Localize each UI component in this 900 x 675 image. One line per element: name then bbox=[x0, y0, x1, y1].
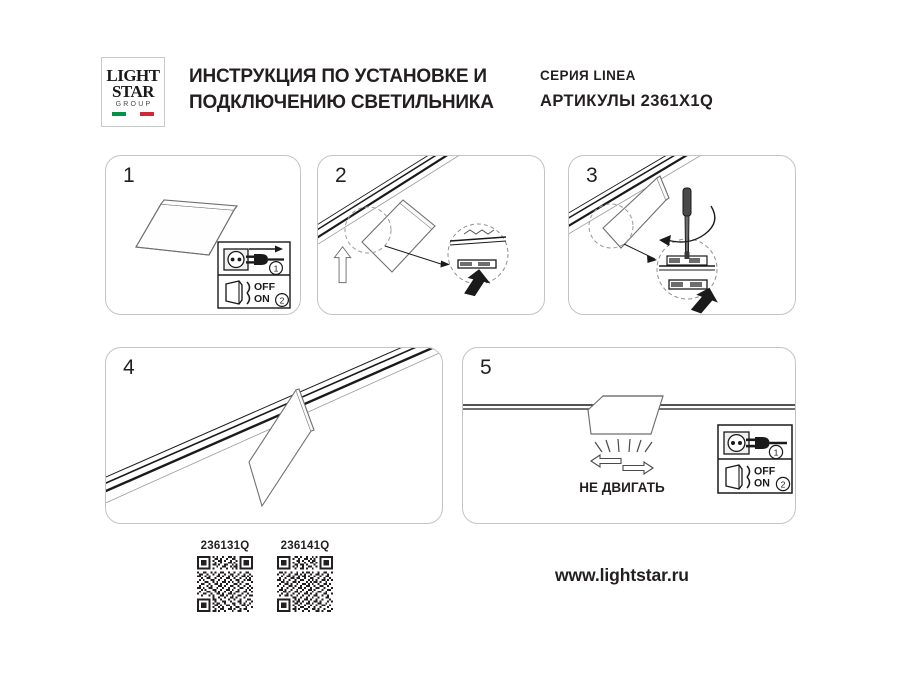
article-label: АРТИКУЛЫ 2361X1Q bbox=[540, 92, 714, 110]
do-not-move-arrow bbox=[590, 453, 654, 476]
step-2-illustration bbox=[318, 156, 529, 297]
page-title: ИНСТРУКЦИЯ ПО УСТАНОВКЕ И ПОДКЛЮЧЕНИЮ СВ… bbox=[189, 66, 494, 113]
page-footer: 236131Q bbox=[0, 524, 900, 675]
svg-text:OFF: OFF bbox=[754, 466, 776, 478]
step-number-1: 1 bbox=[123, 164, 135, 187]
screwdriver-icon bbox=[682, 187, 692, 259]
step-number-3: 3 bbox=[586, 164, 598, 187]
qr-code-1 bbox=[197, 556, 253, 612]
logo-line-star: STAR bbox=[111, 82, 155, 101]
detail-circle-3 bbox=[656, 238, 718, 314]
detail-circle-2 bbox=[447, 223, 509, 297]
step-number-5: 5 bbox=[480, 356, 492, 379]
qr-block-236141Q: 236141Q bbox=[277, 540, 333, 612]
page-header: LIGHT STAR GROUP ИНСТРУКЦИЯ ПО УСТАНОВКЕ… bbox=[0, 0, 900, 150]
do-not-move-label: НЕ ДВИГАТЬ bbox=[579, 480, 665, 495]
step-number-4: 4 bbox=[123, 356, 135, 379]
svg-text:1: 1 bbox=[774, 447, 779, 457]
step-panel-4: 4 bbox=[105, 347, 443, 524]
svg-text:2: 2 bbox=[781, 479, 786, 489]
logo-line-group: GROUP bbox=[115, 101, 153, 108]
italian-flag-icon bbox=[112, 112, 154, 116]
step-3-illustration bbox=[569, 156, 785, 314]
step-4-illustration bbox=[106, 348, 442, 511]
lightstar-logo: LIGHT STAR GROUP bbox=[101, 57, 165, 127]
website-url[interactable]: www.lightstar.ru bbox=[555, 565, 689, 585]
qr-label-2: 236141Q bbox=[280, 540, 330, 552]
svg-text:1: 1 bbox=[274, 263, 279, 273]
qr-code-2 bbox=[277, 556, 333, 612]
logo-line-light: LIGHT bbox=[106, 66, 160, 85]
power-icon-box-5: 1 OFF ON 2 bbox=[717, 424, 793, 494]
step-panel-1: 1 bbox=[105, 155, 301, 315]
svg-text:ON: ON bbox=[754, 478, 770, 490]
step-1-illustration: 1 OFF ON 2 bbox=[135, 199, 291, 309]
switch-on-label: ON bbox=[254, 293, 270, 305]
step-panel-3: 3 bbox=[568, 155, 796, 315]
svg-text:2: 2 bbox=[280, 295, 285, 305]
step-panel-2: 2 bbox=[317, 155, 545, 315]
power-icon-box-1: 1 OFF ON 2 bbox=[217, 241, 291, 309]
step-panel-5: 5 bbox=[462, 347, 796, 524]
rotation-arrow bbox=[666, 205, 716, 243]
step-5-illustration: НЕ ДВИГАТЬ 1 bbox=[463, 395, 795, 495]
qr-label-1: 236131Q bbox=[200, 540, 250, 552]
switch-off-label: OFF bbox=[254, 281, 276, 293]
step-number-2: 2 bbox=[335, 164, 347, 187]
series-label: СЕРИЯ LINEA bbox=[540, 68, 636, 83]
insert-direction-arrow bbox=[333, 245, 352, 284]
light-rays-icon bbox=[594, 438, 653, 453]
qr-block-236131Q: 236131Q bbox=[197, 540, 253, 612]
